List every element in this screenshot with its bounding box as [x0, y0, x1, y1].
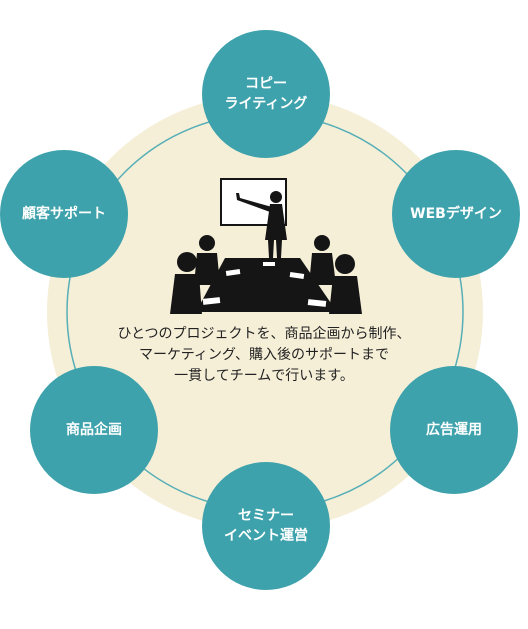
node-web-design: WEBデザイン	[392, 150, 520, 278]
node-ad-operation: 広告運用	[390, 366, 518, 494]
presenter-silhouette	[236, 191, 287, 258]
node-seminar-event: セミナー イベント運営	[202, 462, 330, 590]
attendees-left	[170, 235, 220, 314]
attendees-right	[309, 235, 362, 314]
node-copywriting: コピー ライティング	[202, 30, 330, 158]
meeting-presentation-icon	[170, 178, 362, 314]
table-papers	[202, 262, 327, 307]
node-product-planning: 商品企画	[30, 366, 158, 494]
node-customer-support: 顧客サポート	[0, 150, 128, 278]
center-description: ひとつのプロジェクトを、商品企画から制作、 マーケティング、購入後のサポートまで…	[117, 326, 411, 384]
